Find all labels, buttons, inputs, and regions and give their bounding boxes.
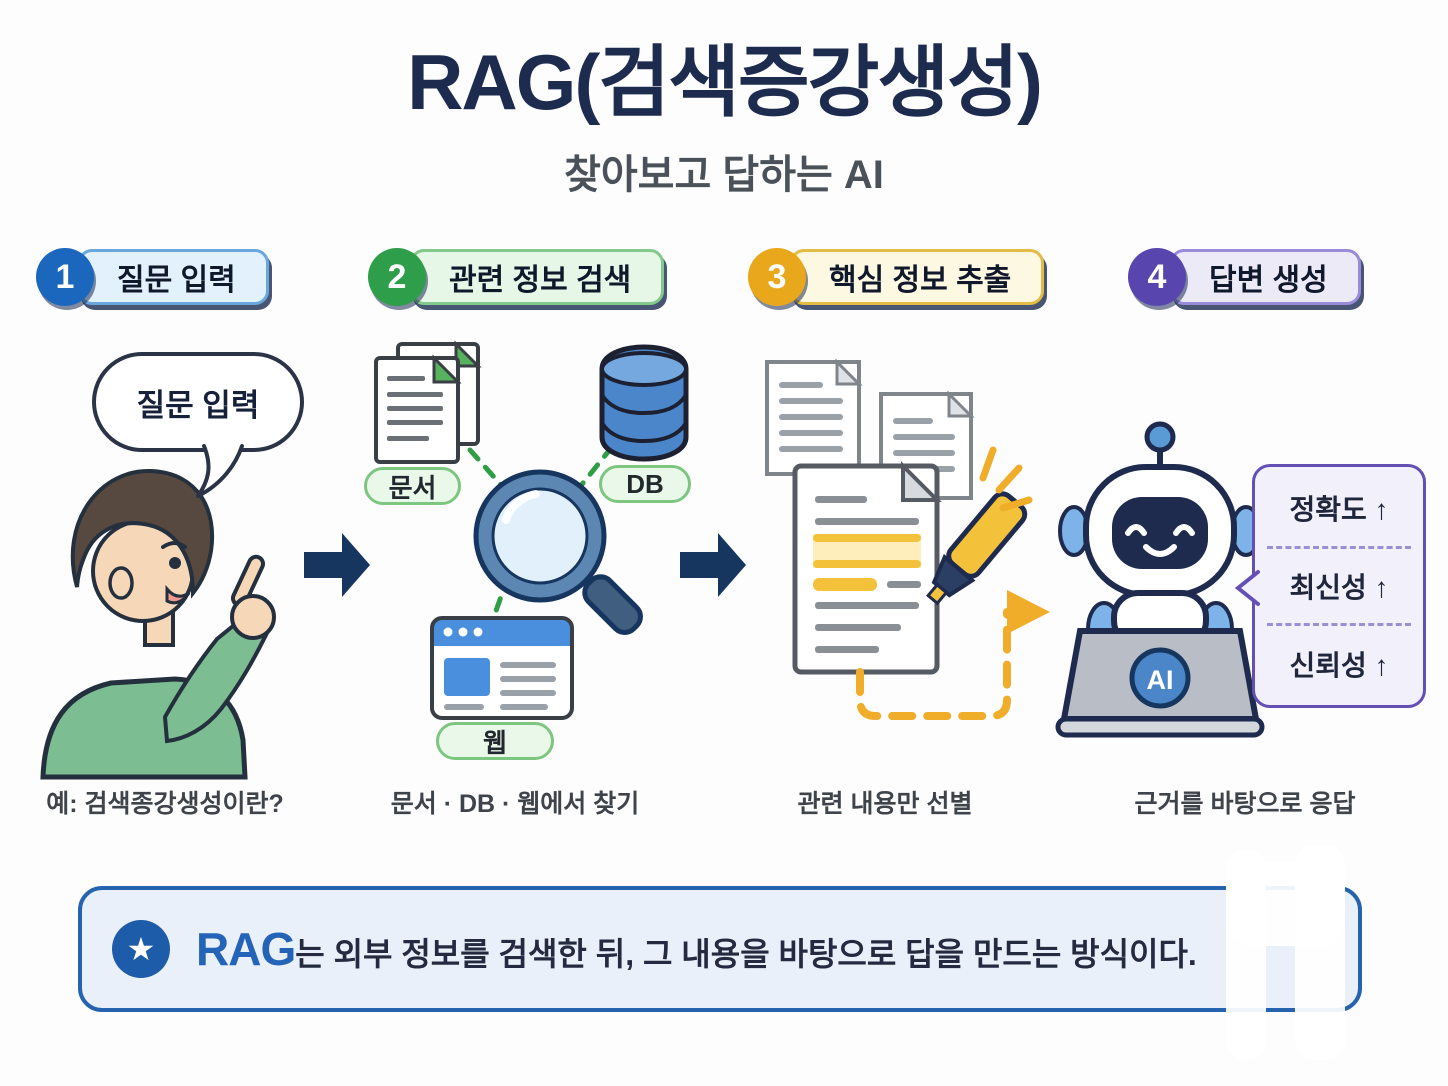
- answer-bubble-tail: [1234, 570, 1260, 606]
- benefit-accuracy: 정확도 ↑: [1267, 471, 1411, 549]
- sparkle-icon: [979, 446, 1033, 512]
- summary-text: RAG 는 외부 정보를 검색한 뒤, 그 내용을 바탕으로 답을 만드는 방식…: [196, 922, 1197, 976]
- step-number-badge: 1: [36, 248, 94, 306]
- step-label: 관련 정보 검색: [410, 249, 665, 305]
- page-title: RAG(검색증강생성): [407, 38, 1043, 126]
- benefit-reliability: 신뢰성 ↑: [1289, 649, 1389, 681]
- source-label-docs: 문서: [364, 467, 461, 505]
- ai-badge-label: AI: [1147, 665, 1174, 695]
- step-label: 답변 생성: [1170, 249, 1361, 305]
- highlighted-document-icon: [792, 461, 942, 675]
- arrow-right-icon: [680, 533, 746, 597]
- database-icon: [599, 344, 689, 462]
- document-icon: [374, 340, 482, 464]
- step-number-badge: 2: [368, 248, 426, 306]
- flow-dashed-path: [856, 608, 1011, 720]
- speech-bubble-tail: [196, 444, 244, 498]
- summary-banner: ★ RAG 는 외부 정보를 검색한 뒤, 그 내용을 바탕으로 답을 만드는 …: [78, 886, 1362, 1012]
- ai-badge: [1129, 647, 1191, 709]
- step-header-2: 2 관련 정보 검색: [368, 248, 665, 306]
- summary-highlight: RAG: [196, 923, 296, 975]
- step-number-badge: 3: [748, 248, 806, 306]
- robot-icon: AI: [1055, 421, 1265, 738]
- step-header-1: 1 질문 입력: [36, 248, 269, 306]
- document-highlight-scene: [765, 358, 1050, 720]
- step-caption-3: 관련 내용만 선별: [797, 790, 973, 818]
- star-icon: ★: [112, 920, 170, 978]
- step-header-4: 4 답변 생성: [1128, 248, 1361, 306]
- page-subtitle: 찾아보고 답하는 AI: [564, 153, 884, 197]
- answer-speech-bubble: 정확도 ↑ 최신성 ↑ 신뢰성 ↑: [1252, 464, 1426, 708]
- step-caption-2: 문서 · DB · 웹에서 찾기: [390, 790, 640, 818]
- star-glyph: ★: [126, 931, 156, 967]
- source-label-web: 웹: [436, 722, 554, 760]
- magnifier-icon: [473, 469, 643, 635]
- step-label: 핵심 정보 추출: [790, 249, 1045, 305]
- highlighter-icon: [926, 491, 1028, 606]
- source-label-db: DB: [599, 465, 691, 503]
- step-caption-4: 근거를 바탕으로 응답: [1134, 790, 1356, 818]
- step-label: 질문 입력: [78, 249, 269, 305]
- person-icon: [40, 468, 276, 780]
- summary-body: 는 외부 정보를 검색한 뒤, 그 내용을 바탕으로 답을 만드는 방식이다.: [295, 936, 1197, 972]
- arrow-right-icon: [304, 533, 370, 597]
- question-speech-bubble: 질문 입력: [92, 352, 304, 452]
- step-caption-1: 예: 검색종강생성이란?: [46, 790, 284, 818]
- document-icon: [765, 358, 863, 476]
- web-browser-icon: [430, 616, 574, 720]
- flow-arrowhead: [1007, 590, 1050, 634]
- benefit-recency: 최신성 ↑: [1267, 549, 1411, 627]
- step-number-badge: 4: [1128, 248, 1186, 306]
- step-header-3: 3 핵심 정보 추출: [748, 248, 1045, 306]
